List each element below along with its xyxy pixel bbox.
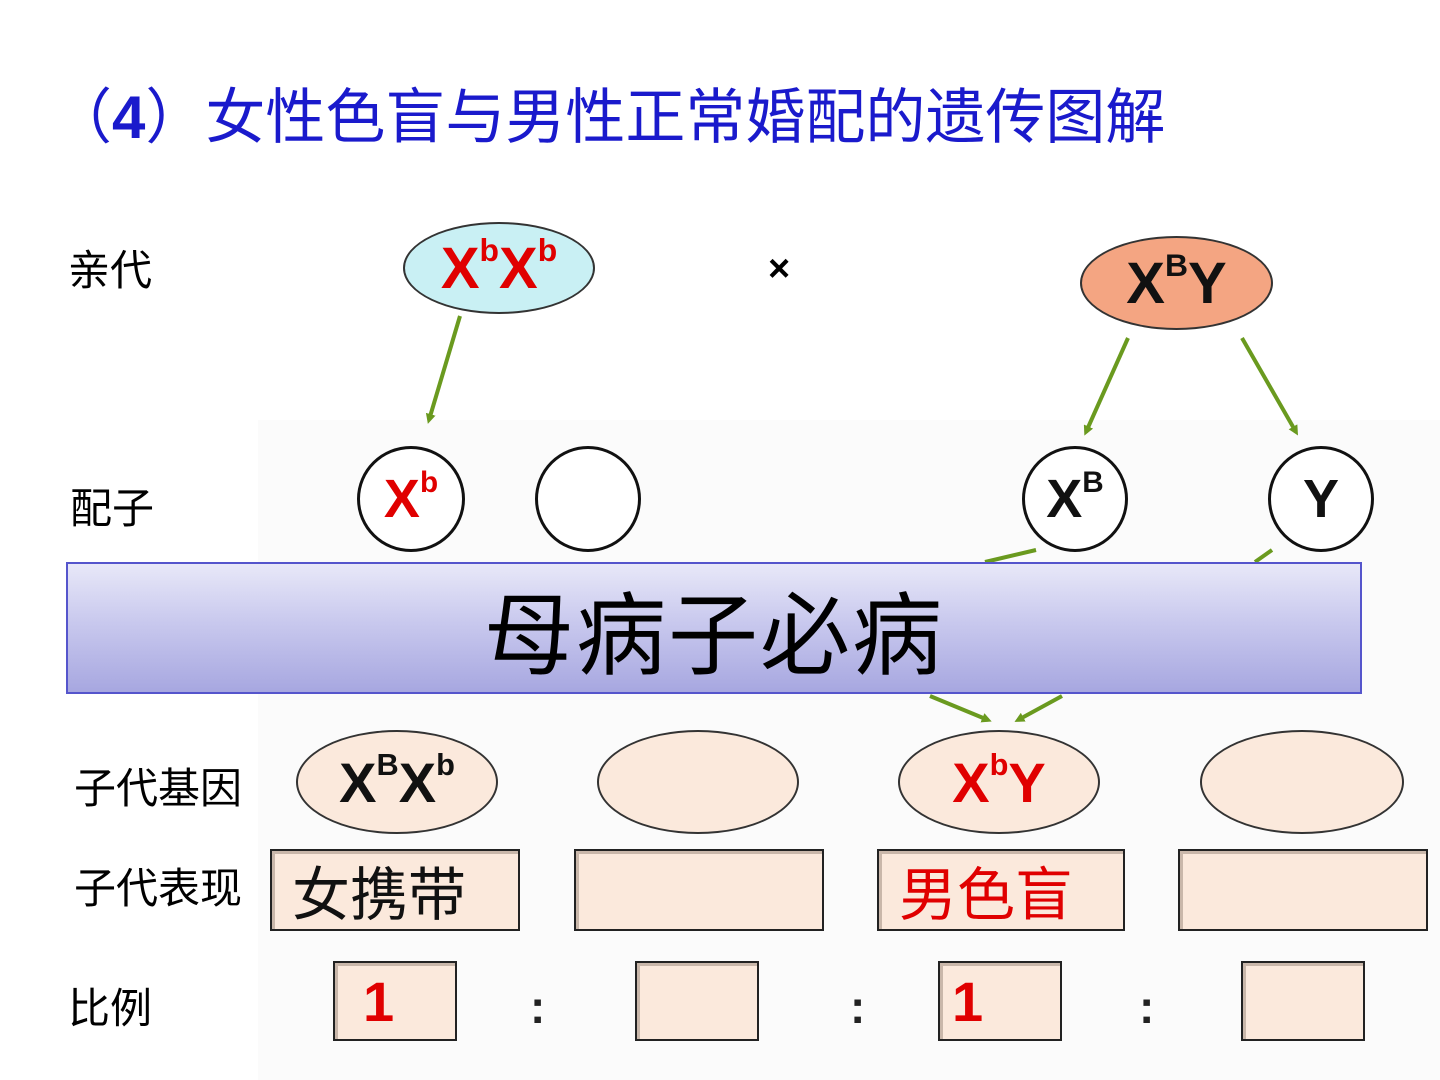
ratio-box-1: 1 <box>333 961 457 1041</box>
pm-base2: Y <box>1188 250 1227 316</box>
pm-base1: X <box>1126 250 1165 316</box>
slide-title: （4）女性色盲与男性正常婚配的遗传图解 <box>52 78 1165 158</box>
g1-base: X <box>383 469 420 529</box>
banner-rule: 母病子必病 <box>66 562 1362 694</box>
arrow-male-to-gamete-xb <box>1083 337 1130 436</box>
row-label-gametes: 配子 <box>70 484 155 533</box>
o3-base2: Y <box>1008 750 1046 814</box>
arrow-male-to-gamete-y <box>1240 337 1298 436</box>
phenotype-box-1: 女携带 <box>270 849 520 931</box>
row-label-offspring-genotype: 子代基因 <box>74 764 243 813</box>
phenotype-box-2 <box>574 849 824 931</box>
row-label-ratio: 比例 <box>68 984 153 1033</box>
pf-base2: X <box>499 235 538 301</box>
phenotype-box-4 <box>1178 849 1428 931</box>
pm-sup1: B <box>1164 246 1189 283</box>
pf-sup1: b <box>479 231 499 268</box>
g3-base: X <box>1046 469 1083 529</box>
arrow-female-to-gamete <box>425 315 462 424</box>
arrow-gamete-y-left <box>1253 548 1274 564</box>
o1-sup2: b <box>436 747 455 783</box>
ratio-box-2 <box>635 961 759 1041</box>
row-label-parents: 亲代 <box>68 246 153 295</box>
row-label-offspring-phenotype: 子代表现 <box>74 864 243 913</box>
o3-base1: X <box>952 750 990 814</box>
g1-sup: b <box>419 465 439 499</box>
o3-sup1: b <box>989 747 1009 783</box>
o1-base1: X <box>339 750 377 814</box>
title-open-paren: （ <box>52 83 112 153</box>
ratio-box-4 <box>1241 961 1365 1041</box>
arrow-to-offspring-3a <box>929 694 992 723</box>
banner-text: 母病子必病 <box>484 584 944 689</box>
title-text: 女性色盲与男性正常婚配的遗传图解 <box>205 83 1166 153</box>
cross-symbol: × <box>768 248 791 290</box>
ratio-box-3: 1 <box>938 961 1062 1041</box>
offspring-genotype-2-empty <box>597 730 799 834</box>
phenotype-box-3: 男色盲 <box>877 849 1125 931</box>
arrow-to-offspring-3b <box>1014 694 1063 722</box>
ratio-3: 1 <box>952 969 984 1033</box>
phenotype-3: 男色盲 <box>899 861 1074 929</box>
title-number: 4 <box>112 84 146 151</box>
gamete-2-empty <box>535 446 641 552</box>
ratio-colon-2: : <box>850 981 866 1033</box>
ratio-1: 1 <box>363 969 395 1033</box>
g3-sup: B <box>1082 465 1104 499</box>
arrow-gamete-xb-left <box>984 548 1037 564</box>
pf-base1: X <box>440 235 480 301</box>
title-close-paren: ） <box>145 83 206 153</box>
ratio-colon-1: : <box>530 981 546 1033</box>
phenotype-1: 女携带 <box>292 861 467 929</box>
ratio-colon-3: : <box>1139 981 1155 1033</box>
offspring-genotype-4-empty <box>1200 730 1404 834</box>
g4-text: Y <box>1302 469 1340 529</box>
gamete-4: Y <box>1268 446 1374 552</box>
pf-sup2: b <box>537 231 558 268</box>
o1-sup1: B <box>376 747 399 783</box>
o1-base2: X <box>398 750 437 814</box>
